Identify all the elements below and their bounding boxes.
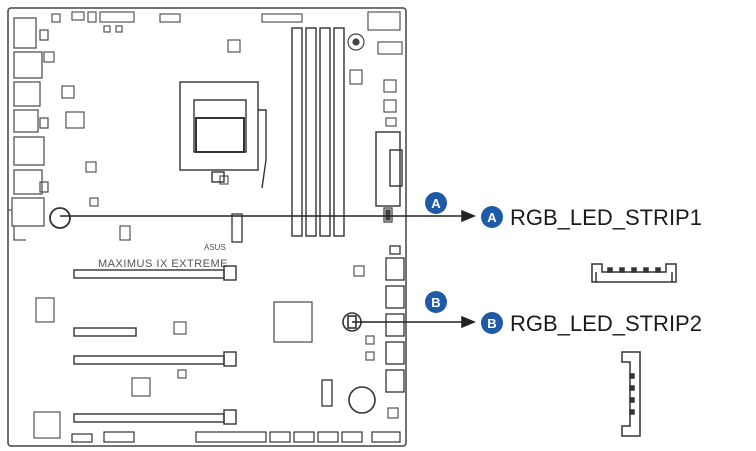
cmos-battery — [348, 386, 376, 414]
small-components — [33, 39, 399, 439]
fan-header-icon — [347, 33, 365, 51]
m2-slot-lower — [321, 379, 333, 407]
badge-a-board: A — [425, 192, 447, 214]
svg-text:B: B — [487, 316, 496, 331]
dimm-slot-2 — [305, 27, 317, 237]
badge-a-label — [481, 206, 503, 228]
rgb-header-1-on-board — [383, 207, 393, 223]
atx-power-connector — [375, 131, 403, 207]
cpu-socket — [179, 81, 267, 189]
board-model-text: MAXIMUS IX EXTREME — [98, 258, 228, 270]
dimm-slot-4 — [333, 27, 345, 237]
svg-text:B: B — [431, 295, 440, 310]
rgb-header-2-pinout — [621, 351, 641, 437]
badge-b-label — [481, 312, 503, 334]
sata-ports — [385, 245, 405, 393]
dimm-slot-1 — [291, 27, 303, 237]
dimm-slot-3 — [319, 27, 331, 237]
chipset — [273, 301, 313, 343]
svg-text:A: A — [487, 210, 497, 225]
pcie-slots — [73, 265, 237, 425]
connector-label-b: B RGB_LED_STRIP2 — [481, 311, 702, 336]
bottom-headers — [71, 431, 401, 443]
board-logo-text: ASUS — [204, 243, 226, 252]
rgb-led-strip1-label: RGB_LED_STRIP1 — [510, 205, 702, 230]
rgb-header-1-pinout — [591, 263, 677, 283]
board-outline — [7, 7, 407, 447]
m2-slot-upper — [231, 213, 243, 243]
left-header-marker — [49, 207, 71, 229]
callout-arrow-a — [461, 209, 476, 223]
pcie-slot-4 — [73, 413, 225, 423]
rear-io-panel — [8, 17, 49, 241]
rgb-led-strip2-label: RGB_LED_STRIP2 — [510, 311, 702, 336]
motherboard — [7, 7, 407, 447]
pcie-slot-2 — [73, 327, 137, 337]
svg-text:A: A — [431, 196, 441, 211]
top-headers — [51, 11, 403, 55]
memory-slots — [291, 27, 345, 237]
pcie-slot-1 — [73, 269, 225, 279]
callout-arrow-b — [461, 315, 476, 329]
callout-lines — [60, 209, 476, 329]
board-branding: ASUS MAXIMUS IX EXTREME — [98, 243, 228, 270]
pcie-slot-3 — [73, 355, 225, 365]
badge-b-board: B — [425, 291, 447, 313]
connector-label-a: A RGB_LED_STRIP1 — [481, 205, 702, 230]
